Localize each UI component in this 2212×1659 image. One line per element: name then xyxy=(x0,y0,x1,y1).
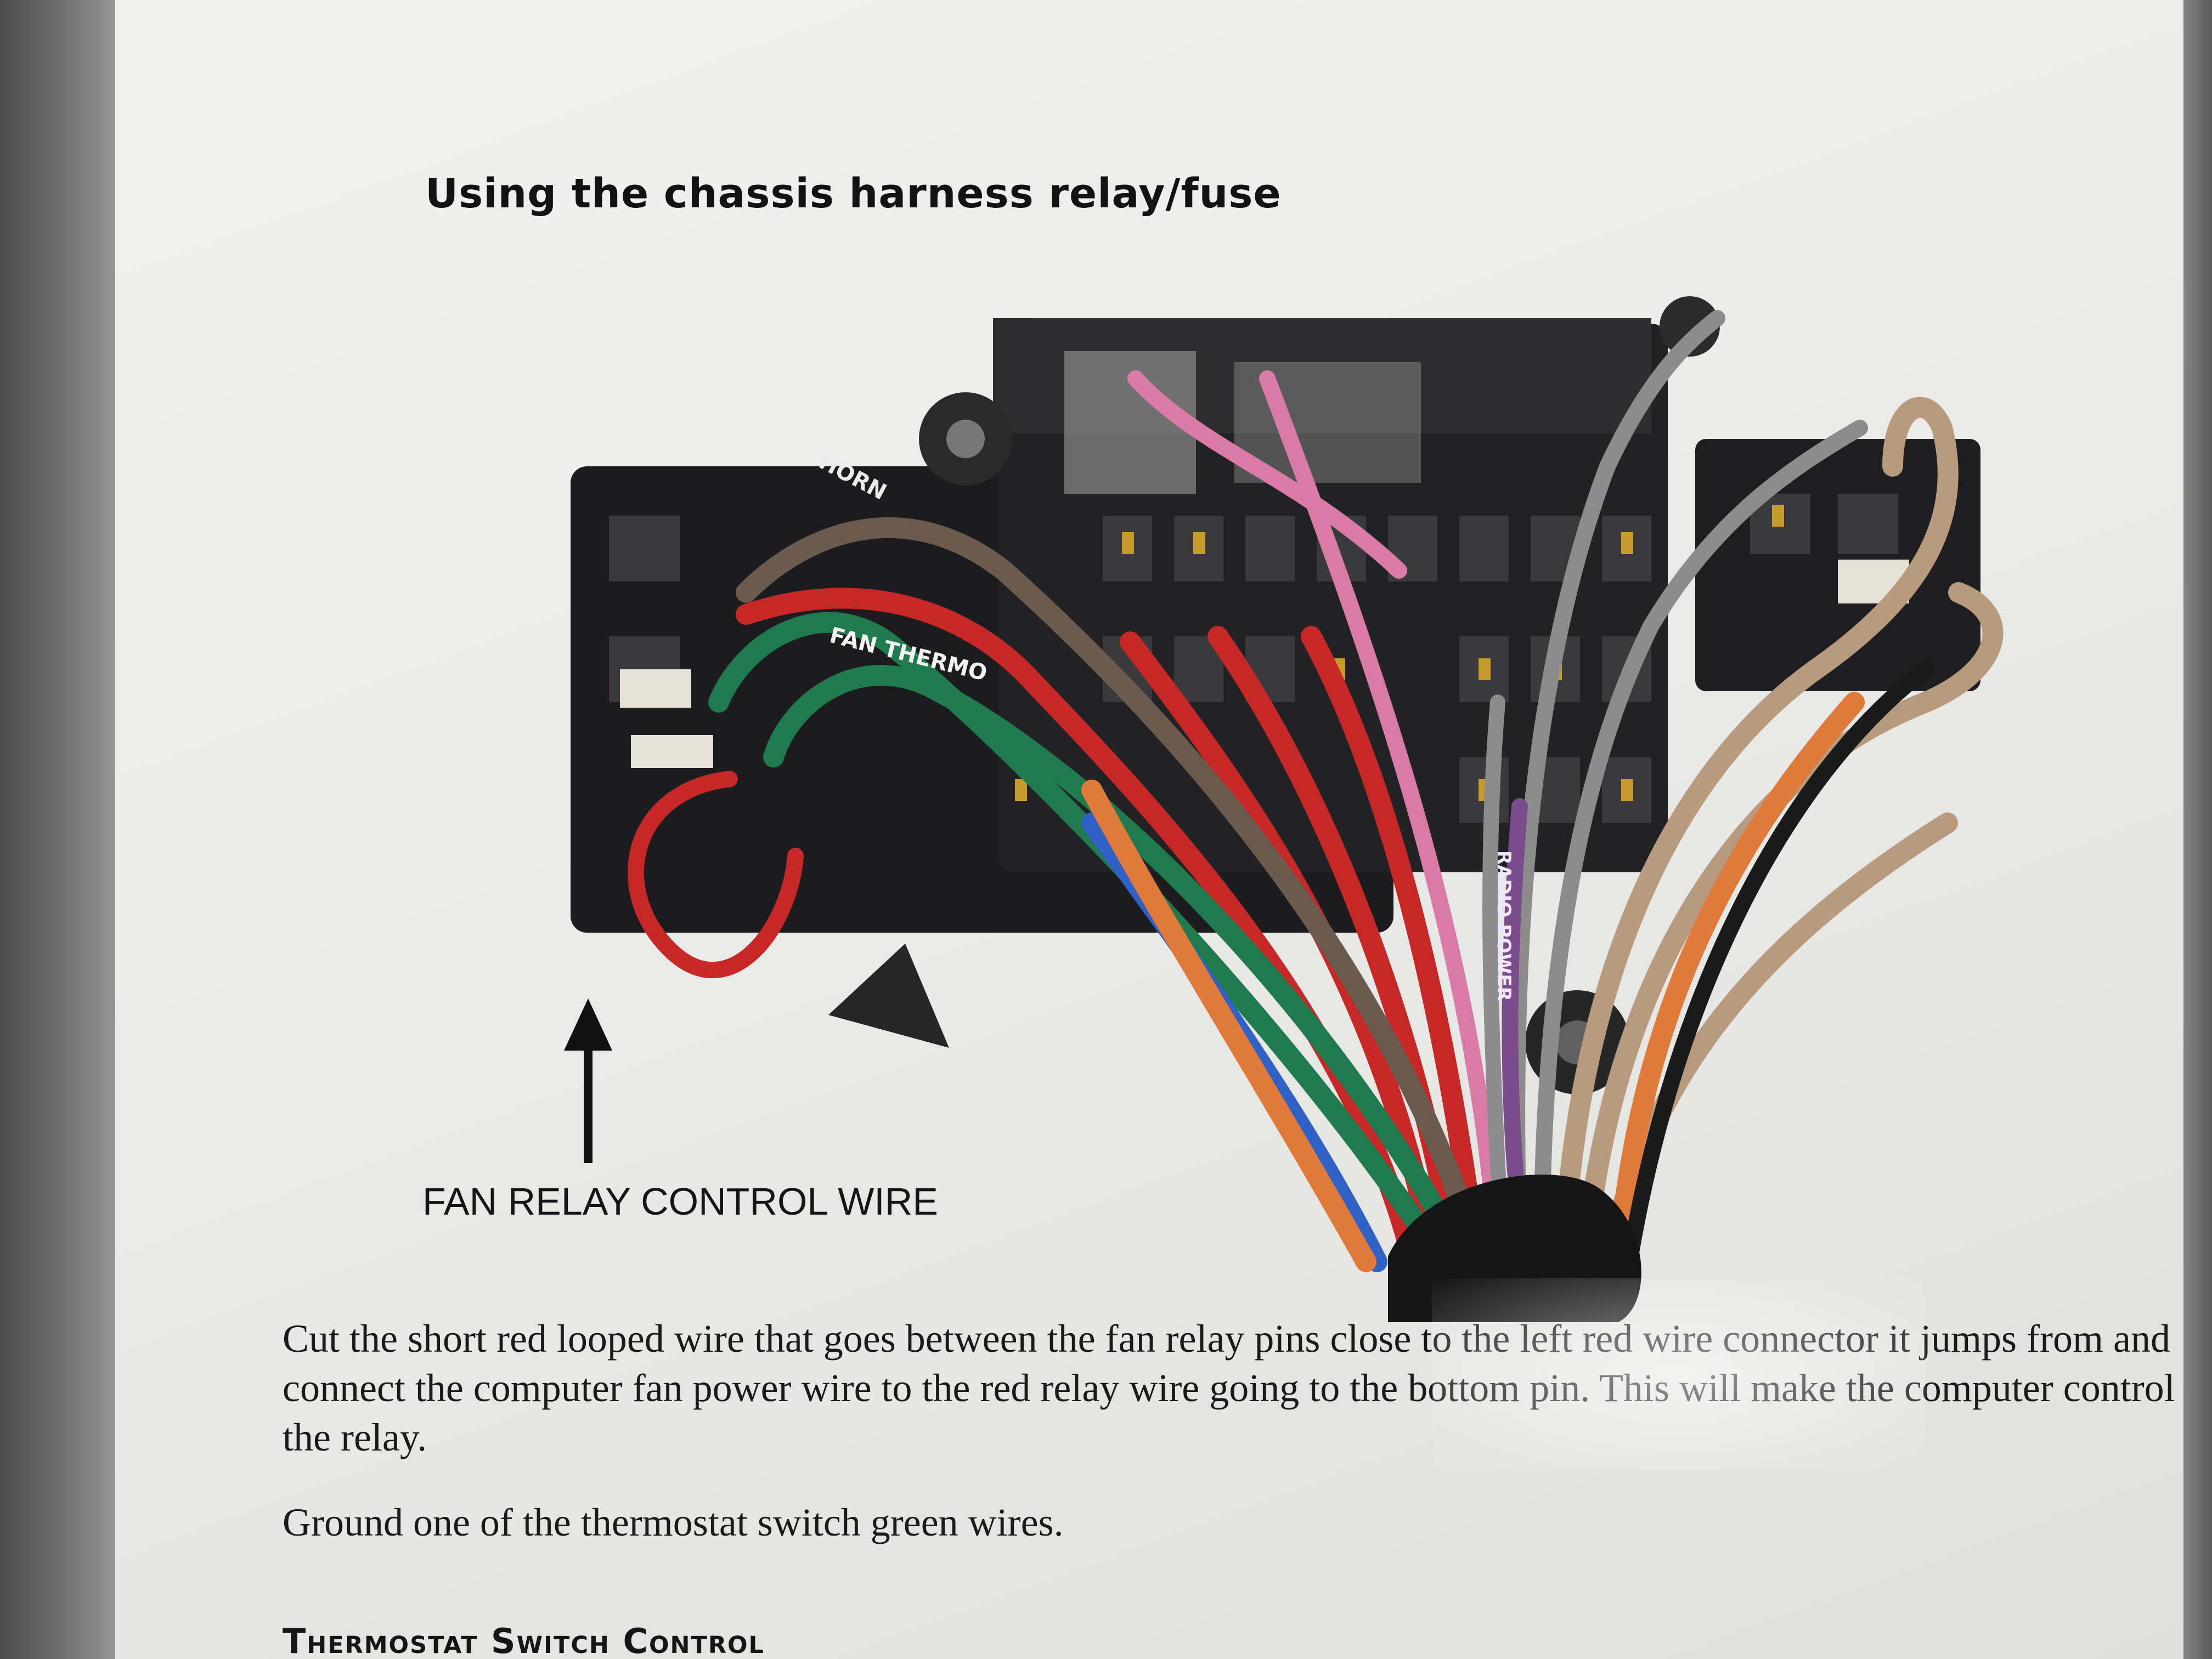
figure-caption: FAN RELAY CONTROL WIRE xyxy=(422,1180,938,1223)
fuse-relay-block-illustration: HORN FAN THERMO RADIO POWER xyxy=(564,296,2004,1322)
monitor-bezel-left xyxy=(0,0,121,1659)
instruction-paragraph-ground: Ground one of the thermostat switch gree… xyxy=(283,1500,1064,1544)
pointer-arrow xyxy=(564,998,612,1163)
wiring-harness-photo: HORN FAN THERMO RADIO POWER xyxy=(411,285,2046,1322)
photo-label-radio-power: RADIO POWER xyxy=(1493,850,1515,1001)
monitor-bezel-right xyxy=(2179,0,2212,1659)
instruction-paragraph-cut-wire: Cut the short red looped wire that goes … xyxy=(283,1317,2175,1459)
document-title: Using the chassis harness relay/fuse xyxy=(425,170,1282,217)
section-heading: Thermostat Switch Control xyxy=(283,1621,765,1659)
wire-bundle xyxy=(628,310,2004,1272)
document-page: Using the chassis harness relay/fuse xyxy=(115,0,2183,1659)
